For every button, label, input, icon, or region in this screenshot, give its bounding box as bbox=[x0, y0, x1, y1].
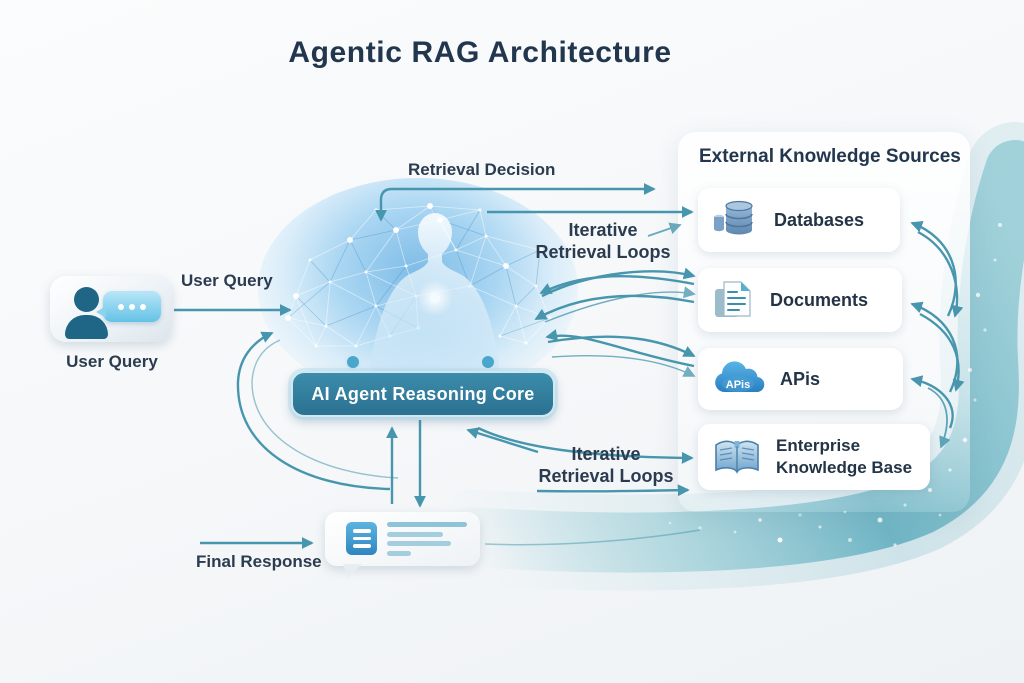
document-icon bbox=[715, 281, 751, 317]
user-icon bbox=[74, 287, 99, 312]
api-cloud-icon: APis bbox=[715, 361, 765, 393]
source-card-enterprise-kb: Enterprise Knowledge Base bbox=[698, 424, 930, 490]
source-card-databases: Databases bbox=[698, 188, 900, 252]
user-query-caption: User Query bbox=[66, 352, 158, 371]
label-retrieval-decision: Retrieval Decision bbox=[408, 160, 556, 179]
source-card-apis: APis APis bbox=[698, 348, 903, 410]
cloud-icon-text: APis bbox=[726, 379, 750, 391]
source-label-enterprise-kb: Enterprise Knowledge Base bbox=[776, 436, 913, 477]
agent-brain-visualization bbox=[258, 178, 578, 400]
response-text-bars bbox=[387, 522, 467, 556]
user-query-card bbox=[50, 276, 172, 342]
open-book-icon bbox=[715, 440, 759, 474]
chest-core bbox=[430, 293, 440, 303]
speech-bubble-icon bbox=[96, 291, 161, 322]
teal-node-right bbox=[480, 354, 496, 370]
chat-response-icon bbox=[346, 522, 377, 555]
label-final-response: Final Response bbox=[196, 552, 322, 571]
knowledge-panel-title: External Knowledge Sources bbox=[699, 146, 961, 167]
database-icon bbox=[714, 200, 753, 235]
final-response-bubble bbox=[325, 512, 480, 578]
label-iterative-loops-bottom: Iterative Retrieval Loops bbox=[538, 444, 674, 486]
source-label-documents: Documents bbox=[770, 289, 869, 310]
source-card-documents: Documents bbox=[698, 268, 902, 332]
source-label-databases: Databases bbox=[774, 209, 865, 230]
ai-agent-reasoning-core: AI Agent Reasoning Core bbox=[291, 371, 555, 417]
page-title: Agentic RAG Architecture bbox=[288, 36, 672, 69]
teal-node-left bbox=[345, 354, 361, 370]
label-iterative-loops-top: Iterative Retrieval Loops bbox=[535, 220, 671, 262]
source-label-apis: APis bbox=[780, 368, 821, 389]
label-user-query: User Query bbox=[181, 271, 273, 290]
